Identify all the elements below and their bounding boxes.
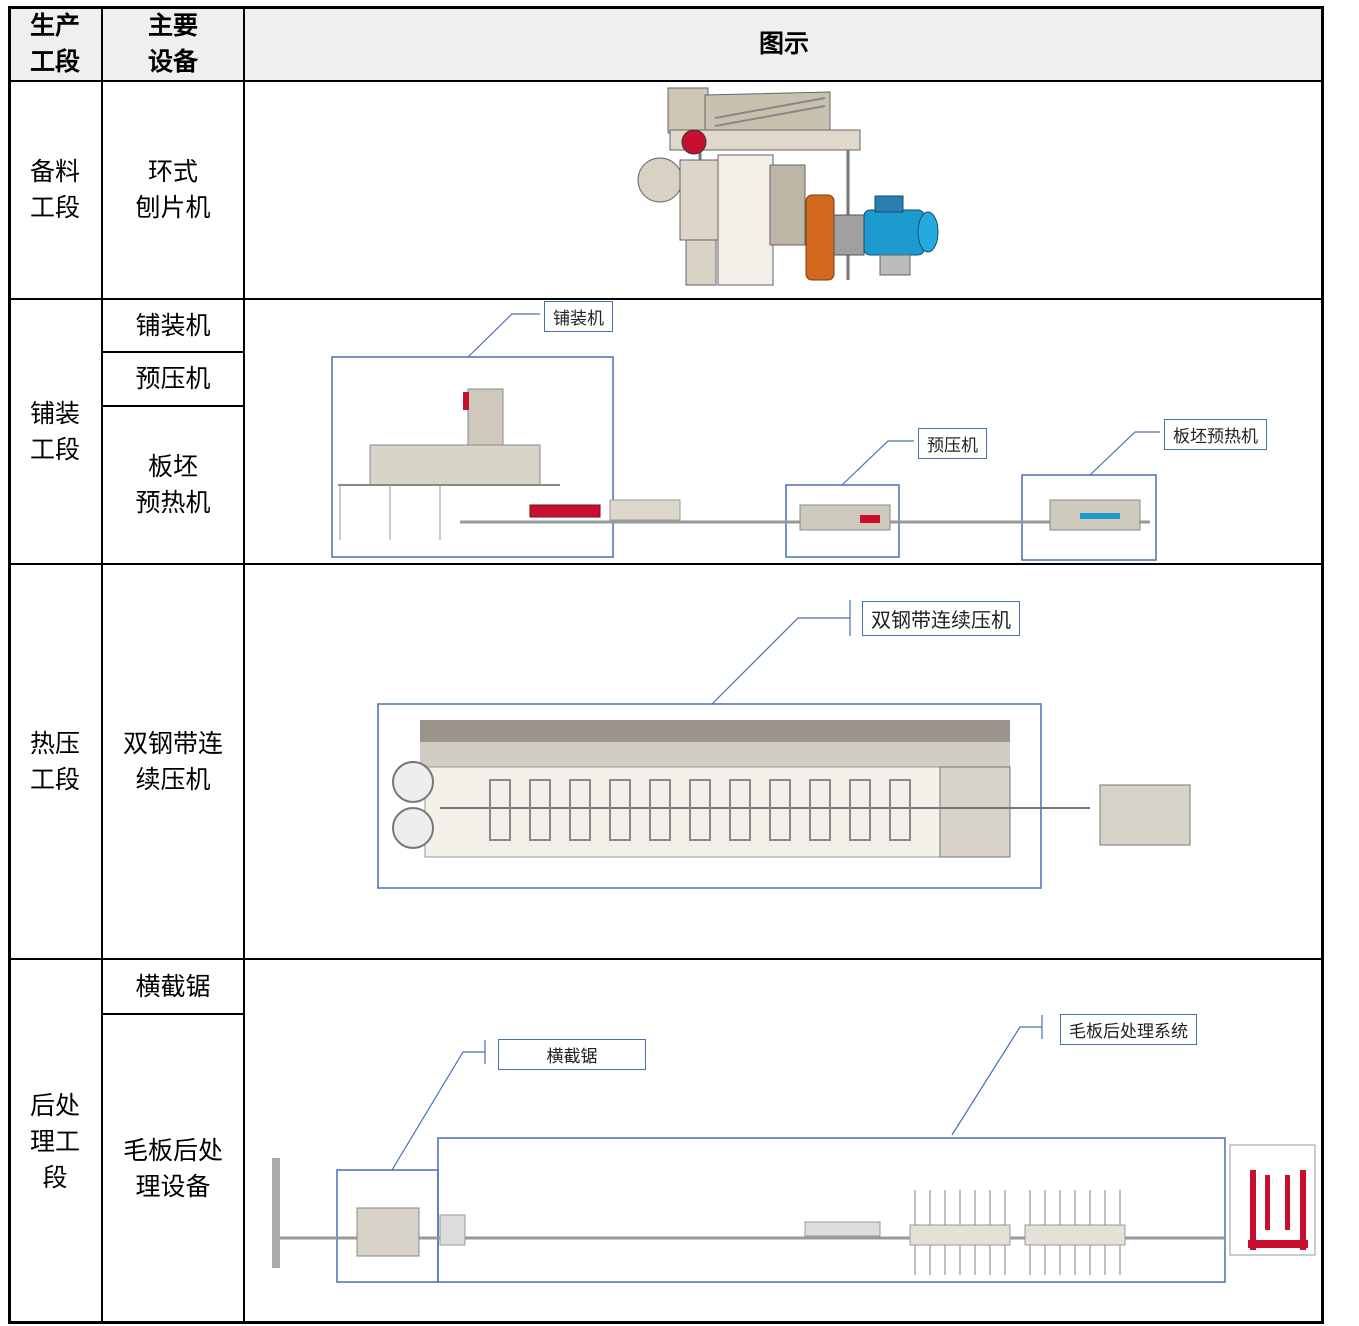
equipment-former: 铺装机: [135, 310, 211, 340]
equipment-cross-cut-saw: 横截锯: [135, 971, 211, 1001]
stage-prep: 备料 工段: [29, 157, 80, 222]
callout-former: 铺装机: [544, 301, 613, 332]
callout-cross-cut-saw: 横截锯: [498, 1039, 646, 1070]
stage-post-processing: 后处 理工 段: [29, 1090, 80, 1192]
callout-prepress: 预压机: [918, 428, 987, 459]
header-figure: 图示: [244, 6, 1324, 81]
header-stage: 生产 工段: [8, 6, 102, 81]
stage-forming: 铺装 工段: [29, 398, 80, 464]
equipment-prepress: 预压机: [135, 364, 211, 393]
equipment-mat-preheater: 板坯 预热机: [135, 452, 211, 517]
equipment-post-processing: 毛板后处 理设备: [122, 1136, 223, 1201]
header-equipment: 主要 设备: [102, 6, 244, 81]
equipment-ring-flaker: 环式 刨片机: [135, 157, 211, 222]
stage-pressing: 热压 工段: [29, 728, 80, 794]
equipment-table: 生产 工段 主要 设备 图示 备料 工段 环式 刨片机 铺装 工段 铺装机 预压…: [8, 6, 1324, 1324]
equipment-double-belt-press: 双钢带连 续压机: [122, 728, 223, 794]
callout-double-belt-press: 双钢带连续压机: [862, 601, 1020, 636]
callout-mat-preheater: 板坯预热机: [1164, 419, 1267, 450]
callout-post-processing-system: 毛板后处理系统: [1060, 1014, 1197, 1045]
